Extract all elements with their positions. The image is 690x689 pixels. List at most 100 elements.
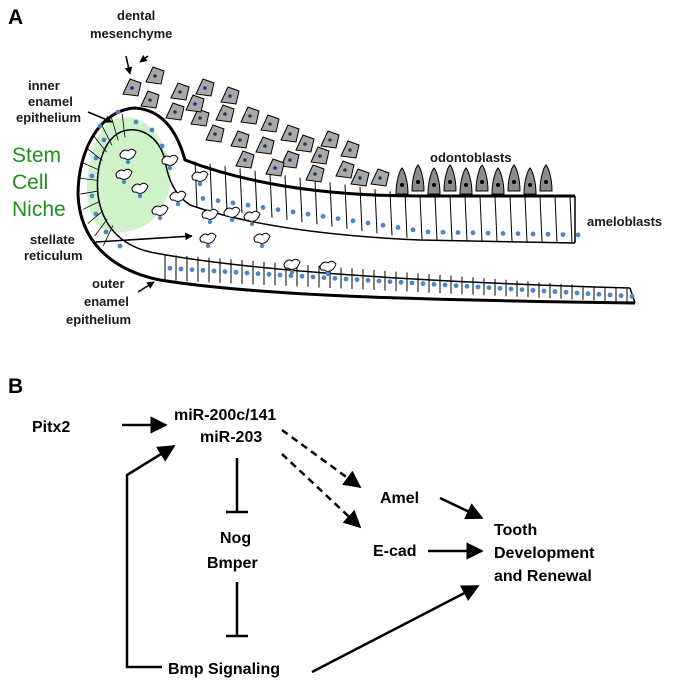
cell-nucleus bbox=[125, 159, 131, 165]
svg-text:and Renewal: and Renewal bbox=[494, 568, 592, 585]
cell-nucleus bbox=[574, 290, 580, 296]
mesenchyme-cell bbox=[295, 134, 315, 153]
cell-nucleus bbox=[365, 220, 371, 226]
cell-nucleus bbox=[288, 158, 292, 162]
cell-nucleus bbox=[328, 138, 332, 142]
ameloblast-cell-wall bbox=[209, 163, 213, 209]
outer-enamel-epithelium-label: outer enamel epithelium bbox=[66, 276, 131, 327]
cell-nucleus bbox=[400, 183, 404, 187]
ameloblast-cell-wall bbox=[254, 170, 258, 216]
cell-nucleus bbox=[103, 229, 109, 235]
mesenchyme-cell bbox=[340, 140, 360, 159]
mesenchyme-cell bbox=[122, 78, 142, 97]
cell-nucleus bbox=[223, 112, 227, 116]
cell-nucleus bbox=[289, 269, 295, 275]
cell-nucleus bbox=[530, 231, 536, 237]
ecad-node: E-cad bbox=[373, 543, 417, 560]
cell-nucleus bbox=[117, 243, 123, 249]
cell-nucleus bbox=[442, 282, 448, 288]
cell-nucleus bbox=[470, 230, 476, 236]
cell-nucleus bbox=[229, 217, 235, 223]
mesenchyme-cell bbox=[320, 130, 340, 149]
svg-text:stellate: stellate bbox=[30, 232, 75, 247]
mesenchyme-cell bbox=[145, 66, 165, 85]
cell-nucleus bbox=[431, 281, 437, 287]
svg-text:epithelium: epithelium bbox=[16, 110, 81, 125]
cell-nucleus bbox=[552, 289, 558, 295]
ameloblast-cell-wall bbox=[449, 195, 453, 241]
ameloblast-cell-wall bbox=[284, 175, 288, 220]
stellate-reticulum-cells bbox=[115, 148, 337, 277]
stellate-cell bbox=[253, 232, 271, 249]
panel-a-letter: A bbox=[8, 6, 23, 29]
mesenchyme-cell bbox=[335, 160, 355, 179]
cell-nucleus bbox=[159, 143, 165, 149]
stellate-cell bbox=[151, 204, 169, 221]
loop-cell-wall bbox=[111, 117, 119, 141]
cell-nucleus bbox=[585, 291, 591, 297]
stellate-cell bbox=[283, 258, 301, 275]
cell-nucleus bbox=[387, 279, 393, 285]
cell-nucleus bbox=[245, 202, 251, 208]
cell-nucleus bbox=[273, 166, 277, 170]
odontoblast-cell bbox=[427, 167, 441, 195]
cell-nucleus bbox=[197, 181, 203, 187]
mesenchyme-cell bbox=[240, 106, 260, 125]
cell-nucleus bbox=[618, 293, 624, 299]
svg-text:outer: outer bbox=[92, 276, 125, 291]
svg-text:reticulum: reticulum bbox=[24, 248, 83, 263]
cell-nucleus bbox=[563, 289, 569, 295]
cell-nucleus bbox=[497, 285, 503, 291]
mir-203-node: miR-203 bbox=[200, 429, 262, 446]
dental-mesenchyme-cells bbox=[122, 66, 390, 187]
loop-cell-wall bbox=[80, 177, 99, 181]
outcome-node: Tooth Development and Renewal bbox=[494, 522, 595, 585]
cell-nucleus bbox=[189, 267, 195, 273]
cell-nucleus bbox=[480, 180, 484, 184]
cell-nucleus bbox=[238, 138, 242, 142]
odontoblast-cell bbox=[475, 164, 489, 192]
mesenchyme-cell bbox=[235, 150, 255, 169]
mesenchyme-cell bbox=[185, 94, 205, 113]
cell-nucleus bbox=[440, 229, 446, 235]
ameloblast-cell-wall bbox=[464, 195, 468, 241]
svg-text:Cell: Cell bbox=[12, 171, 48, 194]
stellate-cell bbox=[161, 154, 179, 171]
svg-text:mesenchyme: mesenchyme bbox=[90, 26, 172, 41]
loop-cell-wall bbox=[82, 162, 100, 171]
loop-cell-wall bbox=[86, 148, 103, 161]
odontoblast-cell bbox=[459, 167, 473, 195]
loop-cell-wall bbox=[121, 113, 126, 138]
cell-nucleus bbox=[205, 243, 211, 249]
cell-nucleus bbox=[380, 222, 386, 228]
mesenchyme-cell bbox=[140, 90, 160, 109]
loop-cell-wall bbox=[94, 218, 108, 237]
cell-nucleus bbox=[410, 227, 416, 233]
cell-nucleus bbox=[354, 277, 360, 283]
mir-200c-141-node: miR-200c/141 bbox=[174, 407, 276, 424]
stellate-arrow bbox=[95, 232, 193, 243]
odontoblast-cell bbox=[491, 167, 505, 195]
ameloblast-cell-wall bbox=[359, 186, 363, 232]
cell-nucleus bbox=[395, 225, 401, 230]
cell-nucleus bbox=[475, 284, 481, 290]
loop-cell-wall bbox=[82, 200, 101, 210]
cell-nucleus bbox=[167, 265, 173, 271]
amel-node: Amel bbox=[380, 490, 419, 507]
dental-mesenchyme-label: dental mesenchyme bbox=[90, 8, 172, 41]
odontoblast-cell bbox=[443, 164, 457, 192]
loop-cell-wall bbox=[80, 190, 99, 195]
cell-nucleus bbox=[320, 213, 326, 219]
cell-nucleus bbox=[464, 283, 470, 289]
cell-nucleus bbox=[420, 281, 426, 287]
cell-nucleus bbox=[348, 148, 352, 152]
cell-nucleus bbox=[244, 270, 250, 276]
cell-nucleus bbox=[259, 243, 265, 249]
cell-nucleus bbox=[519, 287, 525, 293]
inner-enamel-epithelium-label: inner enamel epithelium bbox=[16, 78, 81, 125]
svg-text:Development: Development bbox=[494, 545, 595, 562]
cell-nucleus bbox=[277, 272, 283, 278]
loop-cell-wall bbox=[93, 135, 107, 153]
cell-nucleus bbox=[148, 98, 152, 102]
bmp-to-outcome-arrow bbox=[311, 584, 480, 674]
